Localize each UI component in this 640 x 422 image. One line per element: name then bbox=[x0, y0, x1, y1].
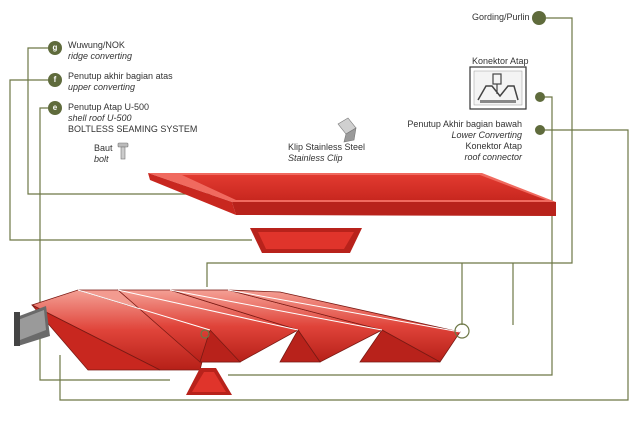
lower-converting-label: Penutup Akhir bagian bawah Lower Convert… bbox=[394, 119, 522, 163]
ridge-label: Wuwung/NOK ridge converting bbox=[68, 40, 132, 62]
bolt-label: Baut bolt bbox=[94, 143, 113, 165]
lower-converting-piece bbox=[186, 368, 232, 395]
clip-title: Klip Stainless Steel bbox=[288, 142, 366, 152]
lower-converting-title: Penutup Akhir bagian bawah bbox=[407, 119, 522, 129]
roof-connector-title: Konektor Atap bbox=[465, 141, 522, 151]
ridge-subtitle: ridge converting bbox=[68, 51, 133, 61]
leader-line-f bbox=[9, 79, 252, 241]
shell-roof-system: BOLTLESS SEAMING SYSTEM bbox=[68, 124, 198, 134]
badge-g: g bbox=[48, 41, 62, 55]
lower-converting-subtitle: Lower Converting bbox=[451, 130, 522, 140]
leader-line-gording bbox=[206, 17, 573, 287]
gording-label: Gording/Purlin bbox=[472, 12, 530, 22]
gording-node bbox=[532, 11, 546, 25]
bolt-icon bbox=[117, 142, 129, 160]
badge-e: e bbox=[48, 101, 62, 115]
ridge-sheet bbox=[148, 173, 556, 216]
shell-roof-subtitle: shell roof U-500 bbox=[68, 113, 132, 123]
konektor-box-label: Konektor Atap bbox=[472, 56, 529, 66]
shell-roof-title: Penutup Atap U-500 bbox=[68, 102, 150, 112]
upper-converting-title: Penutup akhir bagian atas bbox=[68, 71, 173, 81]
leader-line-lower bbox=[59, 129, 629, 401]
roof-panels bbox=[30, 289, 461, 371]
roof-connector-subtitle: roof connector bbox=[464, 152, 522, 162]
leader-lines bbox=[9, 17, 629, 401]
konektor-box-node bbox=[535, 92, 545, 102]
badge-f: f bbox=[48, 73, 62, 87]
roof-connector-detail bbox=[469, 66, 527, 110]
upper-converting-piece bbox=[250, 228, 362, 253]
leader-line-g bbox=[27, 47, 240, 195]
ridge-title: Wuwung/NOK bbox=[68, 40, 125, 50]
purlin-profile bbox=[14, 306, 50, 346]
bolt-subtitle: bolt bbox=[94, 154, 109, 164]
lower-node bbox=[535, 125, 545, 135]
detail-circle-mid bbox=[200, 329, 210, 339]
clip-subtitle: Stainless Clip bbox=[288, 153, 343, 163]
shell-roof-label: Penutup Atap U-500 shell roof U-500 BOLT… bbox=[68, 102, 197, 135]
leader-line-konektor-box bbox=[228, 96, 553, 376]
stainless-clip-icon bbox=[337, 117, 357, 143]
upper-converting-label: Penutup akhir bagian atas upper converti… bbox=[68, 71, 173, 93]
clip-label: Klip Stainless Steel Stainless Clip bbox=[288, 142, 365, 164]
upper-converting-subtitle: upper converting bbox=[68, 82, 136, 92]
detail-circle-right bbox=[454, 323, 470, 339]
bolt-title: Baut bbox=[94, 143, 113, 153]
leader-line-e bbox=[39, 107, 170, 381]
